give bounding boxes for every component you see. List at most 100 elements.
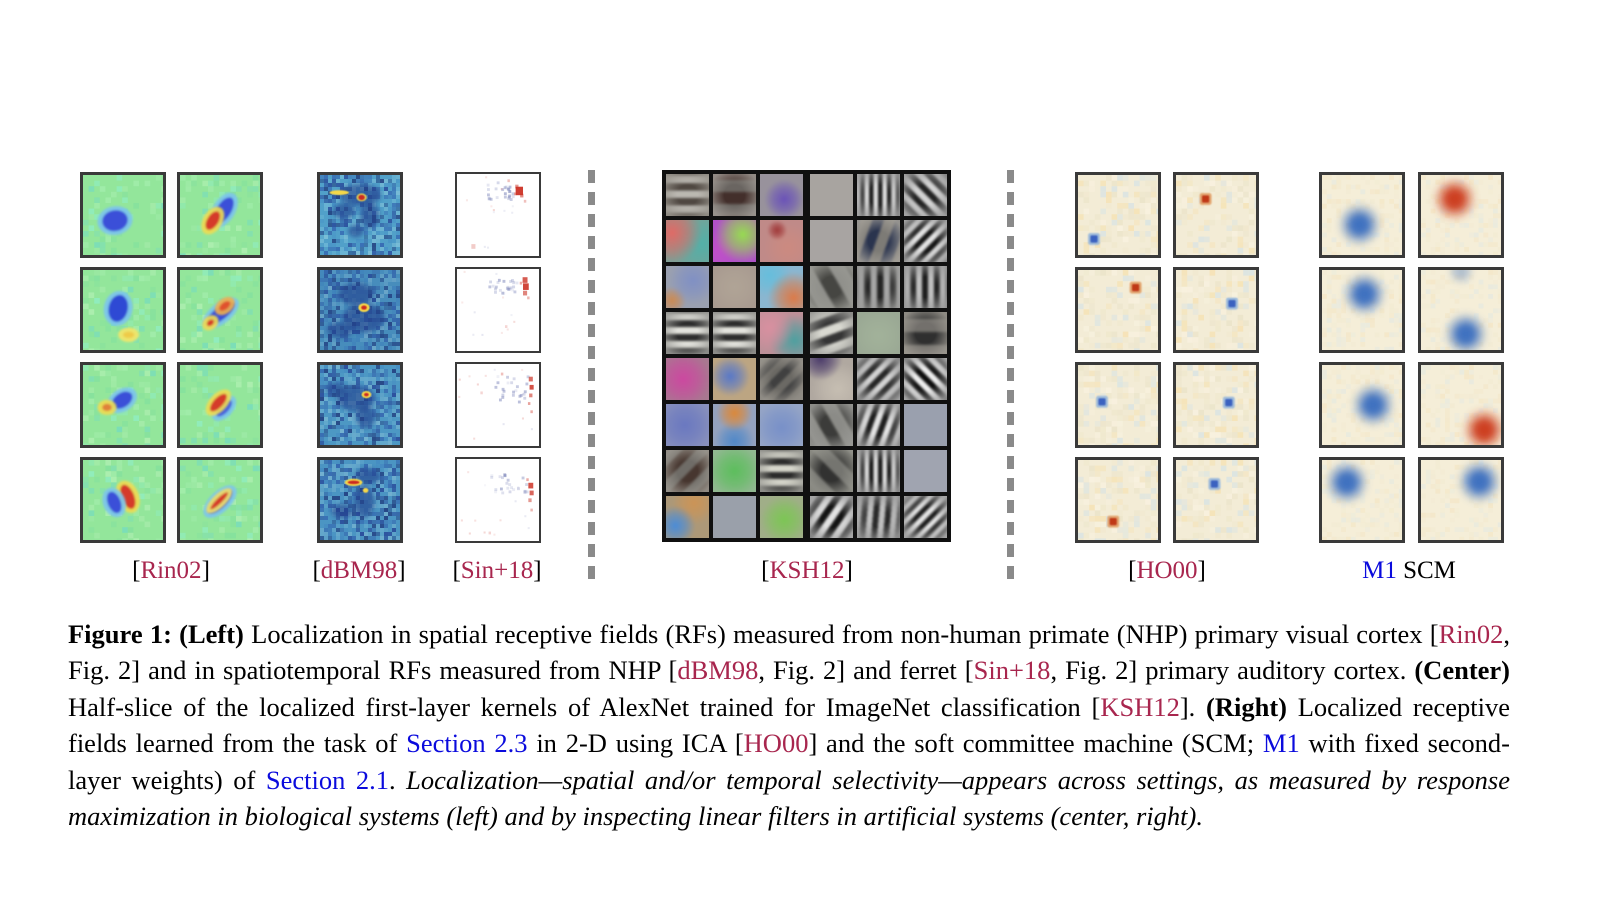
kernel-vignette xyxy=(857,266,900,308)
kernel-cell-r6c6 xyxy=(904,404,947,446)
kernel-cell-r8c4 xyxy=(810,496,853,538)
rf-cell-rin02-3 xyxy=(80,267,166,353)
kernel-vignette xyxy=(810,450,853,492)
rf-cell-rin02-8 xyxy=(177,457,263,543)
label-sin18: [Sin+18] xyxy=(452,556,541,586)
caption-segment: (Right) xyxy=(1206,691,1287,722)
label-segment: M1 xyxy=(1362,557,1397,584)
kernel-vignette xyxy=(904,220,947,262)
kernel-cell-r8c1 xyxy=(666,496,709,538)
kernel-cell-r7c6 xyxy=(904,450,947,492)
caption-segment: ] and the soft committee machine (SCM; xyxy=(808,728,1263,759)
caption-segment: Half-slice of the localized first-layer … xyxy=(68,691,1101,722)
caption-segment: HO00 xyxy=(743,728,809,759)
kernel-cell-r1c3 xyxy=(760,174,803,216)
kernel-cell-r8c3 xyxy=(760,496,803,538)
caption-segment: Section 2.3 xyxy=(406,728,528,759)
kernel-cell-r1c6 xyxy=(904,174,947,216)
kernel-vignette xyxy=(810,312,853,354)
caption-segment: dBM98 xyxy=(677,655,759,686)
label-ksh12: [KSH12] xyxy=(761,556,853,586)
kernel-vignette xyxy=(904,496,947,538)
kernel-cell-r3c2 xyxy=(713,266,756,308)
rf-cell-sin18-1 xyxy=(455,172,541,258)
kernel-cell-r8c6 xyxy=(904,496,947,538)
kernel-cell-r8c2 xyxy=(713,496,756,538)
rf-cell-ho00-1 xyxy=(1075,172,1161,258)
kernel-cell-r2c1 xyxy=(666,220,709,262)
rf-cell-rin02-1 xyxy=(80,172,166,258)
rf-cell-m1scm-1 xyxy=(1319,172,1405,258)
kernel-cell-r3c4 xyxy=(810,266,853,308)
kernel-vignette xyxy=(760,450,803,492)
label-segment: [ xyxy=(1128,557,1137,584)
kernel-cell-r5c1 xyxy=(666,358,709,400)
caption-segment: with fixed second-layer weights) of xyxy=(68,728,1511,795)
kernel-vignette xyxy=(857,220,900,262)
rf-cell-ho00-8 xyxy=(1173,457,1259,543)
rf-cell-m1scm-3 xyxy=(1319,267,1405,353)
dashed-divider-right xyxy=(1007,170,1014,582)
label-ho00: [HO00] xyxy=(1128,556,1206,586)
kernel-cell-r6c4 xyxy=(810,404,853,446)
caption-segment: Figure 1: xyxy=(68,619,172,649)
caption-segment: , Fig. 2] and in spatiotemporal RFs meas… xyxy=(68,619,1510,686)
kernel-vignette xyxy=(810,496,853,538)
kernel-cell-r7c1 xyxy=(666,450,709,492)
kernel-cell-r6c2 xyxy=(713,404,756,446)
kernel-cell-r1c1 xyxy=(666,174,709,216)
panel-group-ho00 xyxy=(1075,172,1259,543)
rf-cell-m1scm-8 xyxy=(1418,457,1504,543)
kernel-vignette xyxy=(760,358,803,400)
kernel-vignette xyxy=(904,358,947,400)
caption-segment: , Fig. 2] and ferret [ xyxy=(758,655,974,686)
kernel-cell-r3c6 xyxy=(904,266,947,308)
rf-cell-m1scm-7 xyxy=(1319,457,1405,543)
label-segment: KSH12 xyxy=(769,557,845,584)
kernel-cell-r4c3 xyxy=(760,312,803,354)
label-segment: [ xyxy=(312,557,321,584)
panel-group-m1scm xyxy=(1319,172,1504,543)
rf-cell-rin02-5 xyxy=(80,362,166,448)
caption-segment: Sin+18 xyxy=(973,655,1051,686)
kernel-cell-r8c5 xyxy=(857,496,900,538)
kernel-vignette xyxy=(904,174,947,216)
figure-caption: Figure 1: (Left) Localization in spatial… xyxy=(68,616,1510,834)
label-segment: [ xyxy=(452,557,461,584)
label-dbm98: [dBM98] xyxy=(312,556,405,586)
rf-cell-m1scm-5 xyxy=(1319,362,1405,448)
kernel-cell-r5c3 xyxy=(760,358,803,400)
label-segment: HO00 xyxy=(1136,557,1198,584)
rf-cell-rin02-4 xyxy=(177,267,263,353)
rf-cell-rin02-6 xyxy=(177,362,263,448)
rf-cell-sin18-2 xyxy=(455,267,541,353)
label-segment: Sin+18 xyxy=(460,557,534,584)
rf-cell-dbm98-4 xyxy=(317,457,403,543)
kernel-cell-r4c6 xyxy=(904,312,947,354)
kernel-vignette xyxy=(857,496,900,538)
kernel-vignette xyxy=(666,450,709,492)
kernel-cell-r2c6 xyxy=(904,220,947,262)
kernel-cell-r1c5 xyxy=(857,174,900,216)
rf-cell-dbm98-2 xyxy=(317,267,403,353)
label-segment: ] xyxy=(533,557,542,584)
kernel-vignette xyxy=(904,312,947,354)
kernel-vignette xyxy=(713,174,756,216)
caption-segment: Localized receptive fields learned from … xyxy=(68,691,1511,759)
caption-segment: Rin02 xyxy=(1438,619,1504,649)
caption-segment: (Center) xyxy=(1414,655,1510,686)
ksh12-right-half xyxy=(810,174,947,538)
kernel-cell-r4c4 xyxy=(810,312,853,354)
kernel-vignette xyxy=(666,174,709,216)
label-rin02: [Rin02] xyxy=(132,556,210,586)
kernel-cell-r5c5 xyxy=(857,358,900,400)
label-segment: ] xyxy=(201,557,210,584)
label-segment: dBM98 xyxy=(320,557,398,584)
caption-segment: M1 xyxy=(1262,728,1300,759)
figure-1-panel-area: [Rin02] [dBM98] [Sin+18] [KSH12] [HO00] … xyxy=(80,170,1504,586)
kernel-cell-r4c2 xyxy=(713,312,756,354)
label-segment: [ xyxy=(761,557,770,584)
kernel-cell-r2c2 xyxy=(713,220,756,262)
rf-cell-sin18-4 xyxy=(455,457,541,543)
panel-group-dbm98 xyxy=(317,172,403,543)
